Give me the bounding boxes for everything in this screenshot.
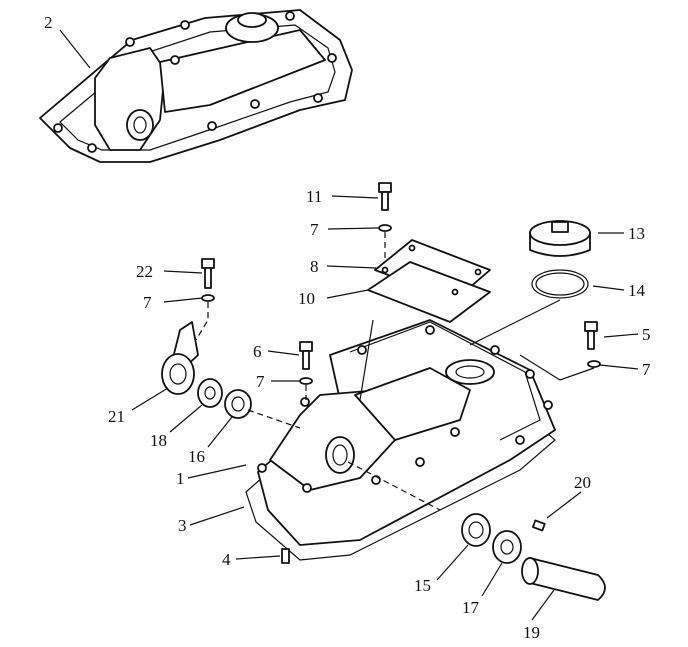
callout-16: 16 xyxy=(188,447,205,466)
callout-21: 21 xyxy=(108,407,125,426)
cover-plate-and-gasket xyxy=(367,239,491,323)
callout-8: 8 xyxy=(310,257,319,276)
callout-7: 7 xyxy=(143,293,152,312)
callout-18: 18 xyxy=(150,431,167,450)
callout-17: 17 xyxy=(462,598,480,617)
bolts-and-washers xyxy=(201,182,601,564)
assembly-lines xyxy=(195,232,595,511)
callout-22: 22 xyxy=(136,262,153,281)
callout-10: 10 xyxy=(298,289,315,308)
callout-1: 1 xyxy=(176,469,185,488)
callout-6: 6 xyxy=(253,342,262,361)
side-bracket-bearing-bushing xyxy=(161,321,252,419)
callout-3: 3 xyxy=(178,516,187,535)
housing-drawing xyxy=(245,319,556,561)
callout-leaders xyxy=(59,29,639,621)
callout-labels: 2 11 7 8 10 13 14 22 7 6 7 5 7 21 18 16 … xyxy=(44,13,651,642)
callout-13: 13 xyxy=(628,224,645,243)
callout-7: 7 xyxy=(310,220,319,239)
callout-7: 7 xyxy=(642,360,651,379)
callout-7: 7 xyxy=(256,372,265,391)
assembled-cover-drawing xyxy=(39,9,353,163)
callout-4: 4 xyxy=(222,550,231,569)
callout-14: 14 xyxy=(628,281,646,300)
callout-11: 11 xyxy=(306,187,322,206)
shaft-assembly xyxy=(461,513,606,601)
callout-19: 19 xyxy=(523,623,540,642)
filler-cap-and-o-ring xyxy=(529,220,591,299)
callout-15: 15 xyxy=(414,576,431,595)
callout-20: 20 xyxy=(574,473,591,492)
callout-5: 5 xyxy=(642,325,651,344)
callout-2: 2 xyxy=(44,13,53,32)
